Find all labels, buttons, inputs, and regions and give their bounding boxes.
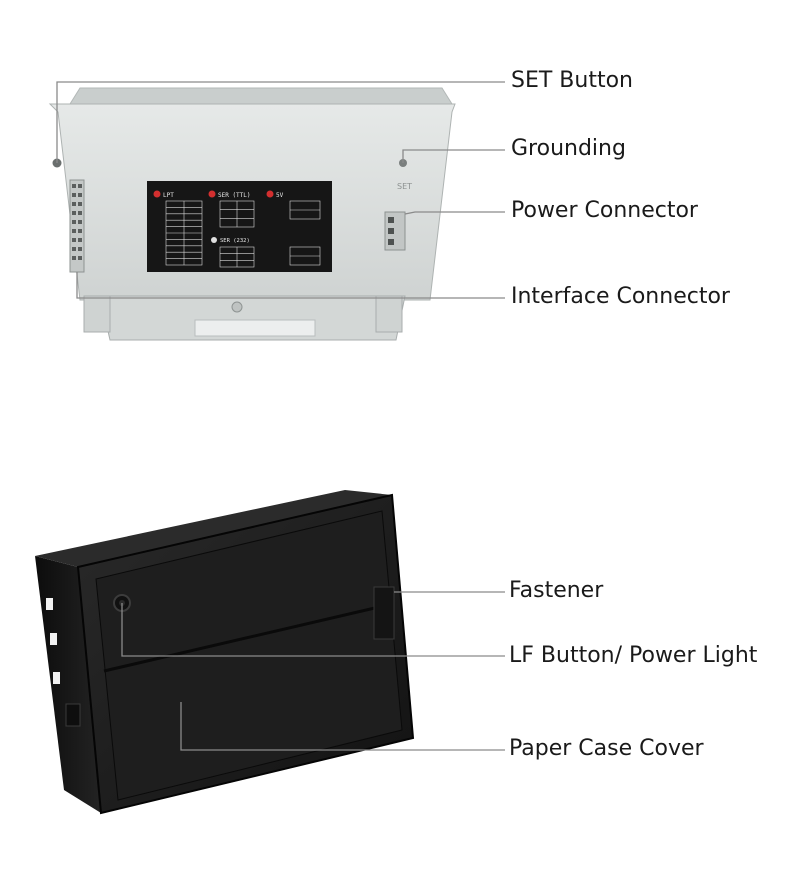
interface-connector-pins — [69, 179, 85, 273]
front-view — [35, 490, 415, 815]
callout-grounding: Grounding — [511, 136, 626, 161]
panel-lpt-heading: LPT — [163, 192, 174, 199]
printer-top — [35, 490, 392, 567]
power-connector — [384, 211, 406, 251]
fastener-tab — [373, 586, 395, 640]
leader-power-connector — [404, 211, 505, 215]
leader-lf-button — [121, 603, 505, 657]
callout-interface-connector: Interface Connector — [511, 284, 730, 309]
side-latch — [65, 703, 81, 727]
callout-paper-case-cover: Paper Case Cover — [509, 736, 704, 761]
rear-tray-sticker — [194, 319, 316, 337]
paper-slot — [103, 602, 393, 673]
pinout-panel: LPT SER (TTL) 5V SER (232) — [147, 181, 332, 272]
callout-set-button: SET Button — [511, 68, 633, 93]
rear-left-clip — [83, 295, 111, 333]
printer-side — [35, 556, 101, 813]
callout-lf-button-power-light: LF Button/ Power Light — [509, 643, 758, 668]
rear-right-clip — [375, 295, 403, 333]
panel-ser-heading: SER (TTL) — [218, 192, 251, 199]
leader-interface-connector — [76, 272, 505, 299]
leader-set-button — [56, 81, 505, 163]
callout-power-connector: Power Connector — [511, 198, 698, 223]
leader-grounding — [402, 149, 505, 163]
rear-view: SET — [48, 87, 456, 341]
panel-pwr-heading: 5V — [276, 192, 284, 199]
leader-paper-case-cover — [180, 702, 505, 751]
set-mark: SET — [397, 182, 412, 191]
callout-fastener: Fastener — [509, 578, 604, 603]
rear-tray-screw — [231, 301, 243, 313]
rear-top-lip — [69, 87, 453, 105]
side-mount-slots — [46, 598, 60, 684]
leader-lines — [56, 81, 505, 751]
panel-ser232-heading: SER (232) — [220, 238, 250, 244]
